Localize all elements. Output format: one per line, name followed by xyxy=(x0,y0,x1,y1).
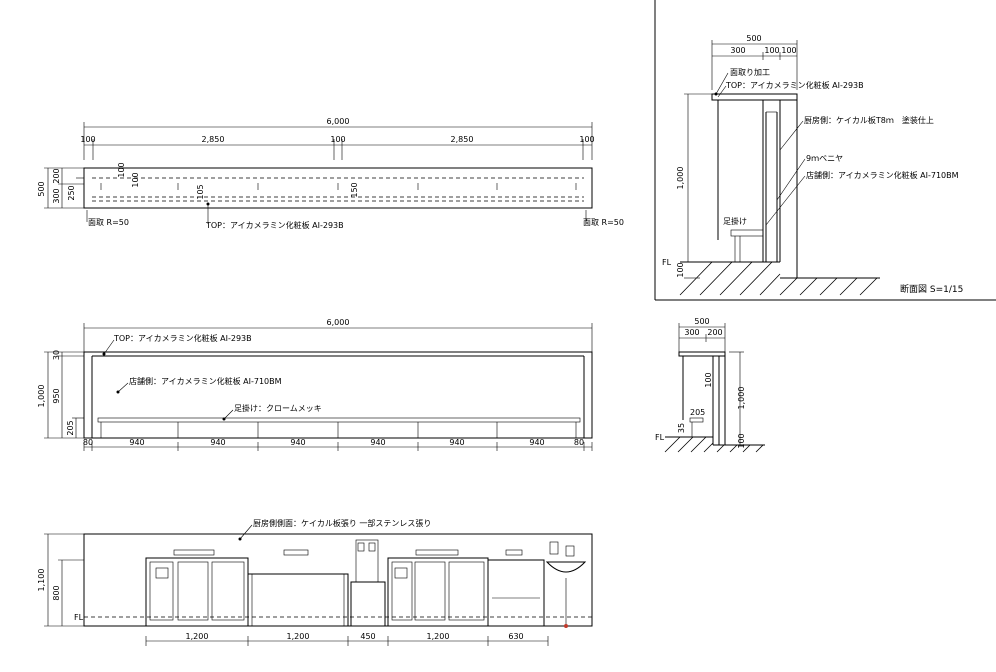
section-top-slab xyxy=(711,93,798,101)
front-bottom-dim-1: 80 xyxy=(83,438,93,447)
front-bottom-dim-7: 940 xyxy=(529,438,544,447)
front-bottom-dim-2: 940 xyxy=(129,438,144,447)
front-dim-205: 205 xyxy=(66,420,75,435)
kitchen-bottom-dim-5: 630 xyxy=(508,632,523,641)
front-total-dim: 6,000 xyxy=(327,318,350,327)
plan-view: 6,000 100 2,850 100 2,850 100 500 200 xyxy=(37,117,624,230)
small-dim-205: 205 xyxy=(690,408,705,417)
section-top-note: TOP：アイカメラミン化粧板 AI-293B xyxy=(725,80,864,90)
plan-chamfer-left-note: 面取 R=50 xyxy=(88,218,129,227)
plan-dim-250: 250 xyxy=(67,185,76,200)
kitchen-bottom-dim-3: 450 xyxy=(360,632,375,641)
kitchen-elevation: 1,100 800 FL 厨房側側面：ケイカル板張り 一部ステンレス張り xyxy=(37,518,593,646)
plan-seg-5: 100 xyxy=(579,135,594,144)
front-bottom-dim-3: 940 xyxy=(210,438,225,447)
small-height-dim: 1,000 xyxy=(737,387,746,410)
front-bottom-dim-4: 940 xyxy=(290,438,305,447)
plan-seg-1: 100 xyxy=(80,135,95,144)
section-footrest xyxy=(730,229,764,237)
small-dim-35: 35 xyxy=(677,423,686,433)
kitchen-sink xyxy=(545,561,587,573)
front-footrest-bar xyxy=(97,417,581,423)
front-store-side-note: 店舗側：アイカメラミン化粧板 AI-710BM xyxy=(129,376,282,386)
front-top-note: TOP：アイカメラミン化粧板 AI-293B xyxy=(113,333,252,343)
front-height-dim: 1,000 xyxy=(37,385,46,408)
kitchen-bottom-dim-4: 1,200 xyxy=(427,632,450,641)
kitchen-bottom-dim-2: 1,200 xyxy=(287,632,310,641)
front-dim-30: 30 xyxy=(52,350,61,360)
section-chamfer-note: 面取り加工 xyxy=(730,67,770,77)
kitchen-side-note: 厨房側側面：ケイカル板張り 一部ステンレス張り xyxy=(253,518,431,528)
section-view: 500 300 100 100 1,000 100 xyxy=(654,0,996,301)
kitchen-shelf-1 xyxy=(173,549,215,556)
kitchen-dim-800: 800 xyxy=(52,585,61,600)
plan-dim-200: 200 xyxy=(52,168,61,183)
section-plywood-note: 9ｍベニヤ xyxy=(806,154,843,163)
front-bottom-dim-8: 80 xyxy=(574,438,584,447)
small-top-slab xyxy=(678,351,726,357)
front-elevation: 6,000 30 1,000 950 205 xyxy=(37,318,593,451)
front-dim-950: 950 xyxy=(52,388,61,403)
kitchen-wall-outline xyxy=(83,533,593,627)
plan-counter-outline xyxy=(83,167,593,209)
plan-seg-4: 2,850 xyxy=(451,135,474,144)
kitchen-shelf-3 xyxy=(415,549,459,556)
plan-inner-dim-3: 105 xyxy=(196,184,205,199)
plan-seg-3: 100 xyxy=(330,135,345,144)
kitchen-fl-label: FL xyxy=(74,613,84,622)
plan-seg-2: 2,850 xyxy=(202,135,225,144)
plan-inner-dim-4: 150 xyxy=(350,182,359,197)
small-dim-100: 100 xyxy=(704,372,713,387)
plan-inner-dim-2: 100 xyxy=(131,172,140,187)
kitchen-worktable xyxy=(247,573,349,627)
front-footrest-note: 足掛け：クロームメッキ xyxy=(234,403,322,413)
plan-top-note: TOP：アイカメラミン化粧板 AI-293B xyxy=(205,220,344,230)
section-kitchen-side-note: 厨房側：ケイカル板T8ｍ 塗装仕上 xyxy=(804,115,934,125)
kitchen-cabinet xyxy=(487,559,545,627)
section-top-dim-300: 300 xyxy=(730,46,745,55)
plan-dim-300: 300 xyxy=(52,188,61,203)
section-fl-label: FL xyxy=(662,258,672,267)
small-top-dim-300: 300 xyxy=(684,328,699,337)
plan-depth-dim: 500 xyxy=(37,181,46,196)
small-top-dim-200: 200 xyxy=(707,328,722,337)
section-height-dim: 1,000 xyxy=(676,167,685,190)
small-top-dim-500: 500 xyxy=(694,317,709,326)
kitchen-bottom-dim-1: 1,200 xyxy=(186,632,209,641)
section-top-dim-100a: 100 xyxy=(764,46,779,55)
section-footrest-note: 足掛け xyxy=(723,216,747,226)
section-top-dim-500: 500 xyxy=(746,34,761,43)
plan-inner-dim-1: 100 xyxy=(117,162,126,177)
kitchen-small-unit xyxy=(350,581,386,627)
plan-total-dim: 6,000 xyxy=(327,117,350,126)
front-bottom-dim-5: 940 xyxy=(370,438,385,447)
section-top-dim-100b: 100 xyxy=(781,46,796,55)
small-section-view: 500 300 200 100 1,000 205 35 100 FL xyxy=(655,317,765,453)
kitchen-dim-1100: 1,100 xyxy=(37,569,46,592)
kitchen-shelf-2 xyxy=(283,549,309,556)
plan-chamfer-right-note: 面取 R=50 xyxy=(583,218,624,227)
section-floor-dim: 100 xyxy=(676,262,685,277)
small-footrest xyxy=(689,417,704,423)
small-floor-dim: 100 xyxy=(737,433,746,448)
front-bottom-dim-6: 940 xyxy=(449,438,464,447)
small-fl-label: FL xyxy=(655,433,665,442)
section-store-side-note: 店舗側：アイカメラミン化粧板 AI-710BM xyxy=(806,170,959,180)
section-title: 断面図 S=1/15 xyxy=(900,283,963,295)
